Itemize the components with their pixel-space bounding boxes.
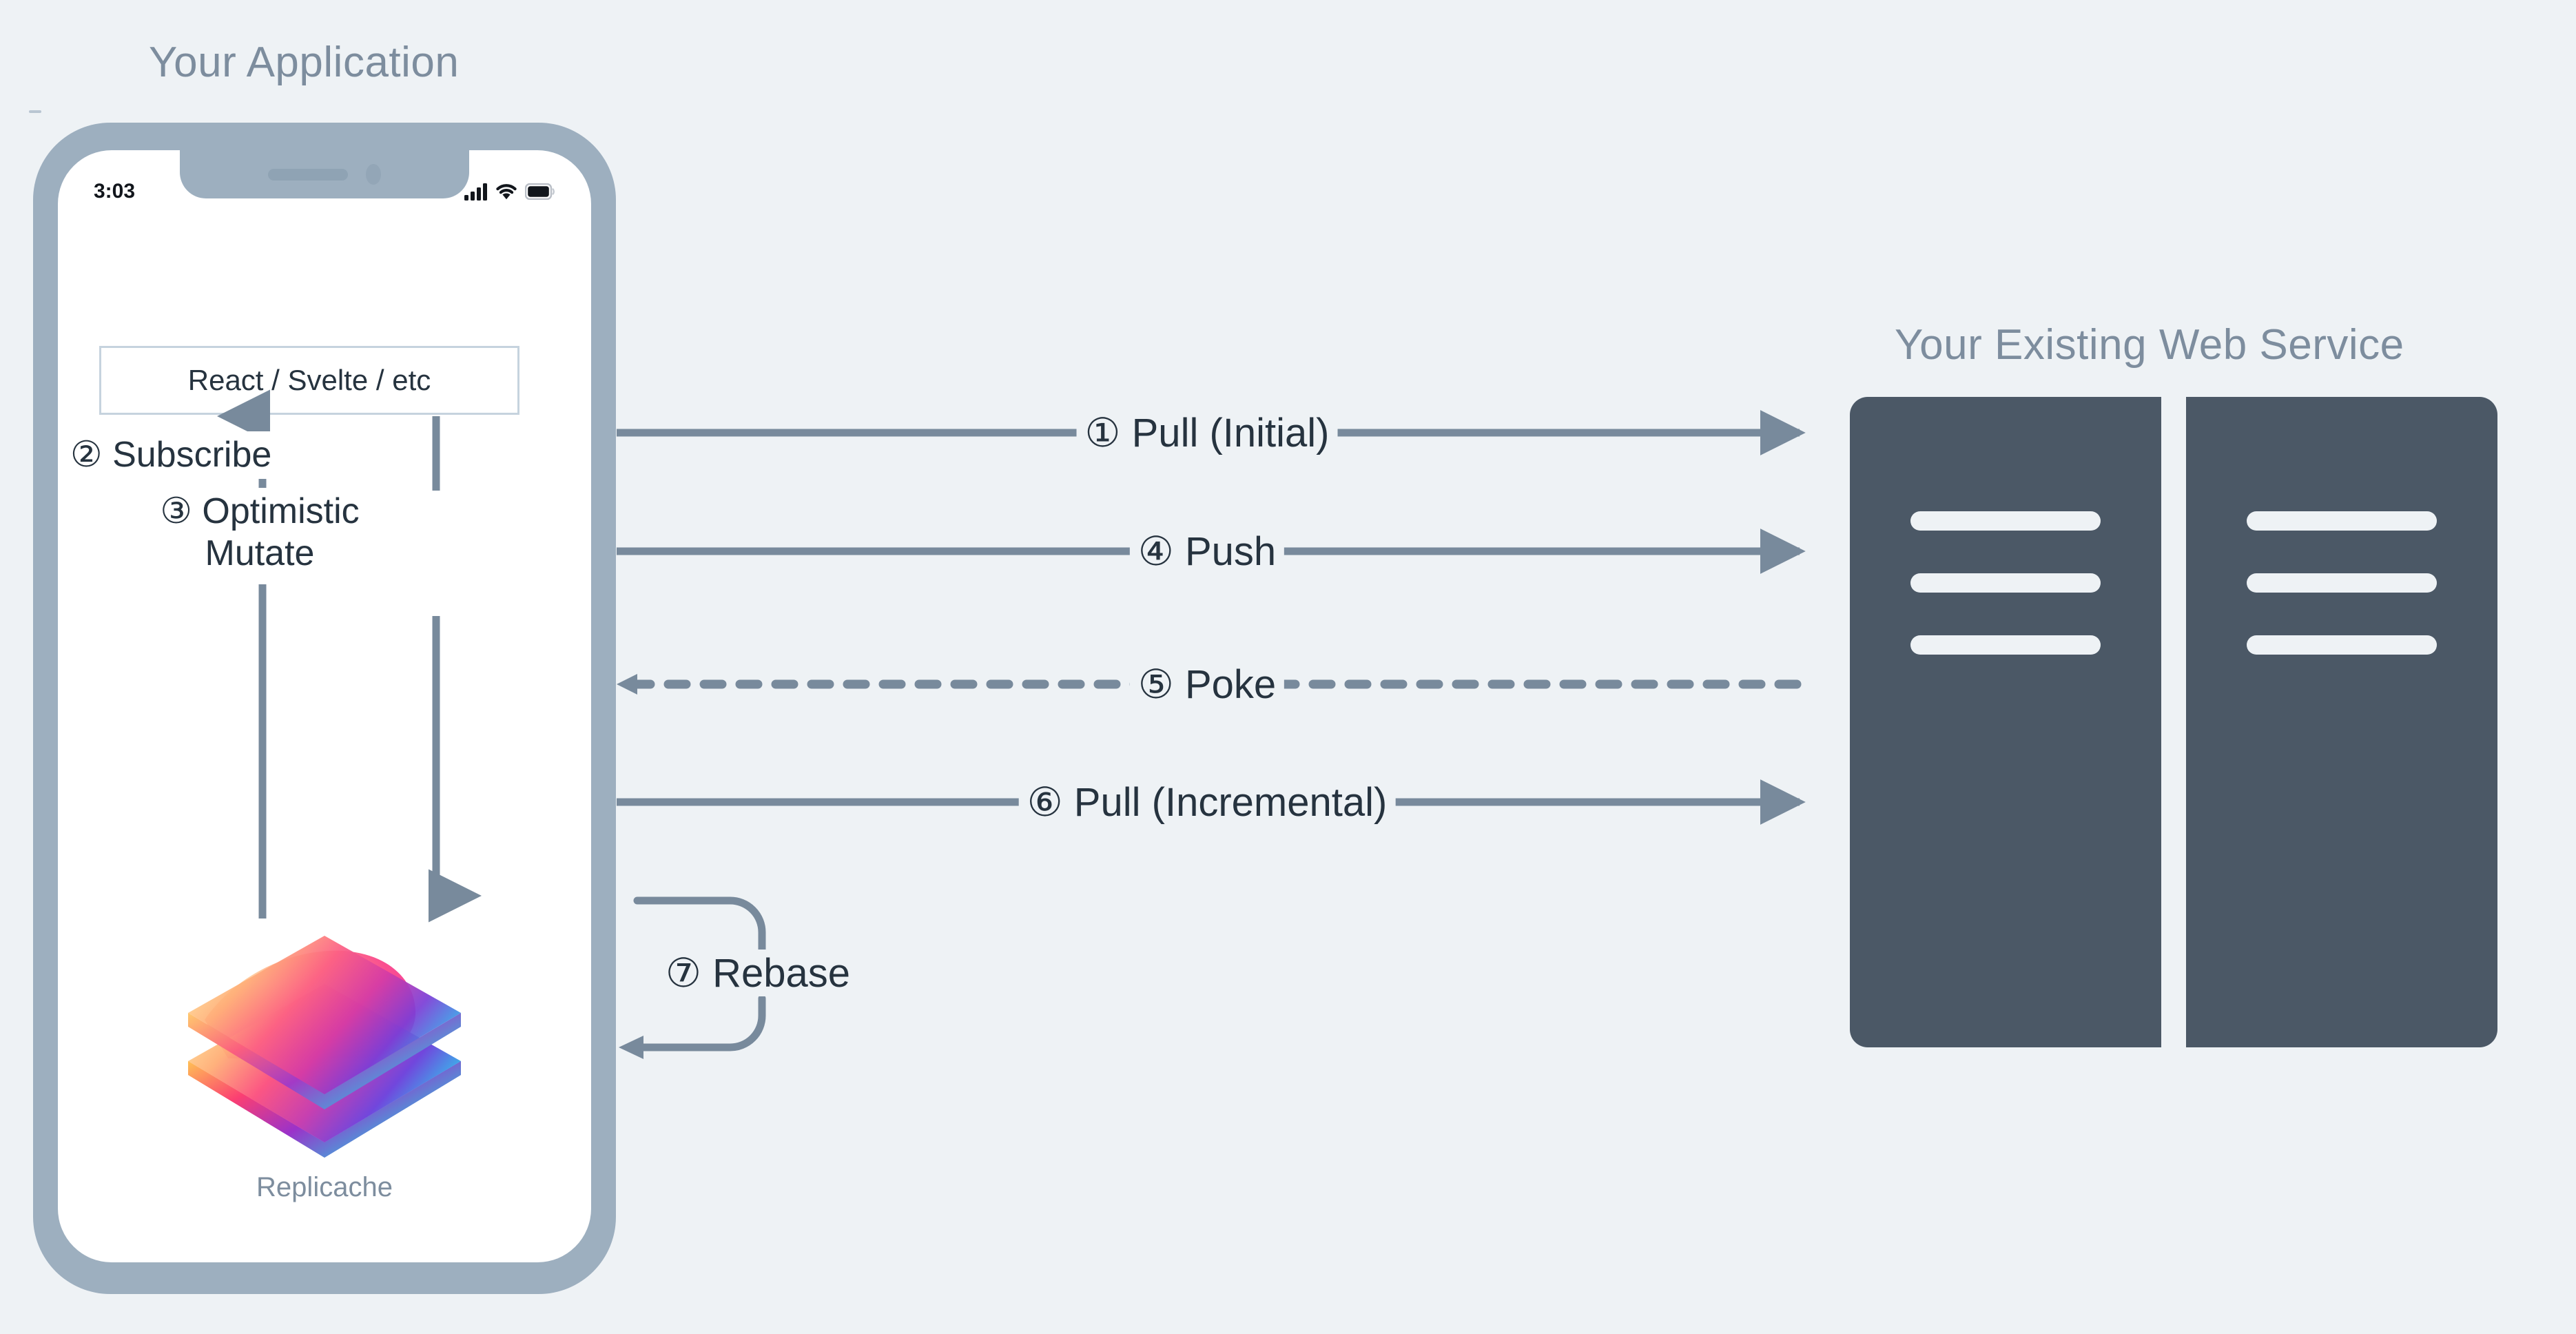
status-icons-group — [464, 183, 555, 201]
server-bar — [1910, 635, 2101, 655]
framework-box: React / Svelte / etc — [99, 346, 519, 415]
application-title: Your Application — [149, 39, 460, 86]
pull-incremental-label: ⑥ Pull (Incremental) — [1018, 779, 1396, 825]
push-label: ④ Push — [1129, 528, 1285, 575]
server-bar — [1910, 573, 2101, 593]
cellular-signal-icon — [464, 183, 487, 201]
server-tower-right — [2186, 397, 2497, 1047]
phone-device: 3:03 — [33, 123, 616, 1294]
phone-internal-arrows — [217, 389, 482, 923]
status-time: 3:03 — [94, 180, 136, 203]
web-service-server — [1850, 397, 2497, 1047]
replicache-layers-logo — [188, 936, 461, 1158]
status-bar: 3:03 — [58, 175, 591, 208]
phone-notch — [180, 150, 469, 198]
server-bar — [2247, 635, 2437, 655]
web-service-title: Your Existing Web Service — [1895, 321, 2404, 369]
server-tower-left — [1850, 397, 2161, 1047]
step-subscribe-label: ② Subscribe — [63, 431, 279, 480]
speaker-grille-icon — [268, 168, 348, 181]
replicache-logo-group: Replicache — [180, 936, 469, 1203]
server-bar — [1910, 511, 2101, 531]
server-bar — [2247, 511, 2437, 531]
rebase-label: ⑦ Rebase — [657, 950, 859, 996]
storage-label: Replicache — [256, 1172, 393, 1202]
rebase-loop-arrow — [619, 896, 766, 1059]
server-bar — [2247, 573, 2437, 593]
wifi-icon — [496, 184, 517, 200]
poke-label: ⑤ Poke — [1129, 661, 1285, 708]
pull-initial-label: ① Pull (Initial) — [1076, 409, 1338, 456]
corner-dash-mark — [29, 110, 41, 113]
battery-icon — [525, 183, 555, 200]
front-camera-icon — [366, 164, 381, 185]
phone-screen: 3:03 — [58, 150, 591, 1262]
